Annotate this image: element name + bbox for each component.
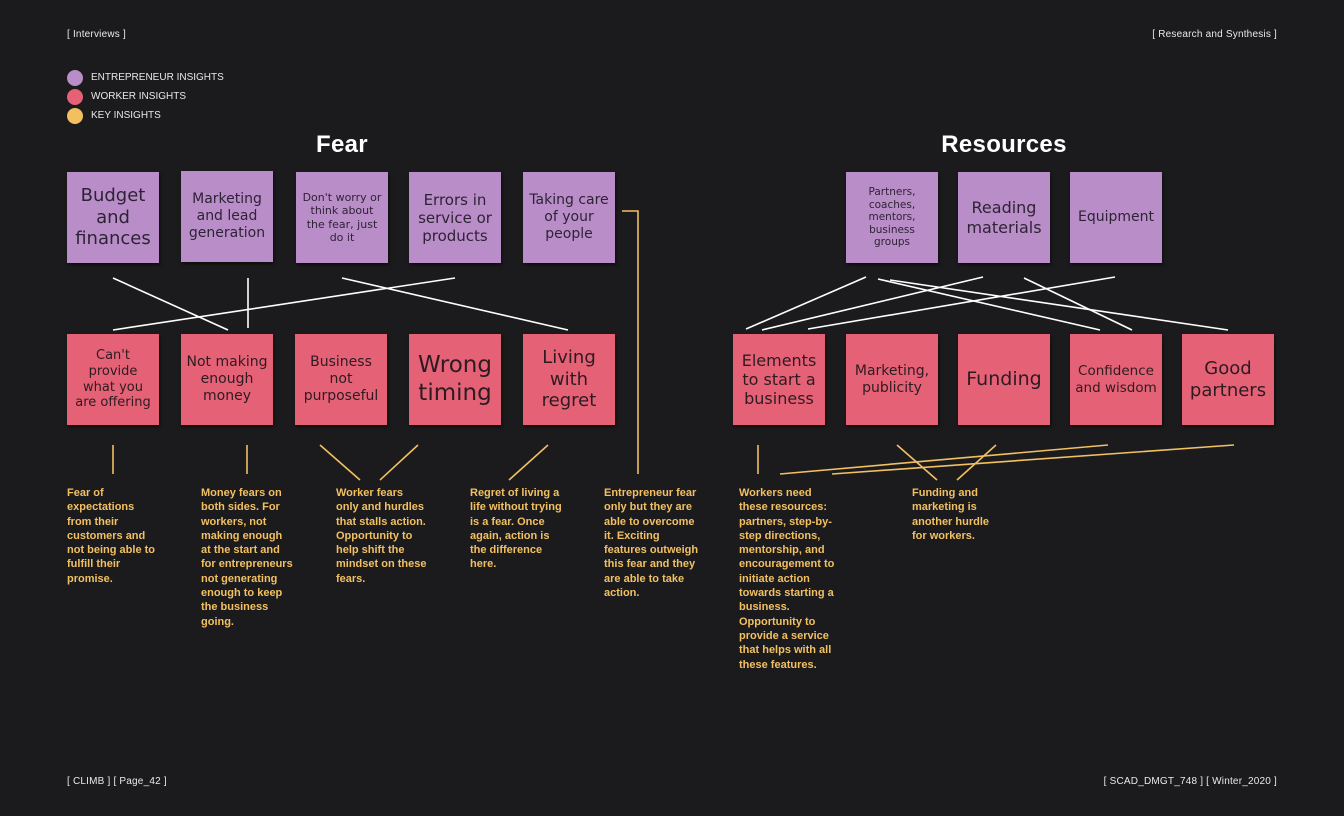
connector-line <box>112 277 229 331</box>
sticky-note-errors: Errors in service or products <box>409 172 501 263</box>
sticky-note-reading: Reading materials <box>958 172 1050 263</box>
worker-dot-icon <box>67 88 83 105</box>
sticky-note-elements: Elements to start a business <box>733 334 825 425</box>
sticky-note-funding: Funding <box>958 334 1050 425</box>
sticky-note-good-partners: Good partners <box>1182 334 1274 425</box>
resources-title: Resources <box>941 131 1067 158</box>
insight-text: Entrepreneur fear only but they are able… <box>604 487 699 600</box>
sticky-note-cant-provide: Can't provide what you are offering <box>67 334 159 425</box>
connector-line <box>877 278 1101 331</box>
sticky-note-partners-coaches: Partners, coaches, mentors, business gro… <box>846 172 938 263</box>
connector-line <box>508 444 549 481</box>
connector-line <box>807 276 1116 330</box>
legend-label: ENTREPRENEUR INSIGHTS <box>91 72 224 83</box>
connector-line <box>1023 277 1133 331</box>
sticky-note-dont-worry: Don't worry or think about the fear, jus… <box>296 172 388 263</box>
key-dot-icon <box>67 107 83 124</box>
connector-line <box>779 444 1109 475</box>
connector-line <box>341 277 569 331</box>
insight-text: Funding and marketing is another hurdle … <box>912 487 990 542</box>
sticky-note-marketing-publicity: Marketing, publicity <box>846 334 938 425</box>
connector-line <box>889 279 1229 331</box>
connector-line <box>319 444 361 481</box>
sticky-note-not-making-money: Not making enough money <box>181 334 273 425</box>
legend-label: KEY INSIGHTS <box>91 110 161 121</box>
fear-connectors <box>112 277 569 331</box>
sticky-note-living-regret: Living with regret <box>523 334 615 425</box>
connector-line <box>379 444 419 481</box>
footer-course-label: [ SCAD_DMGT_748 ] [ Winter_2020 ] <box>1103 776 1277 787</box>
insight-text: Regret of living a life without trying i… <box>470 487 562 571</box>
legend-item-entrepreneur: ENTREPRENEUR INSIGHTS <box>67 68 224 87</box>
connector-line <box>896 444 938 481</box>
sticky-note-wrong-timing: Wrong timing <box>409 334 501 425</box>
fear-title: Fear <box>316 131 368 158</box>
sticky-note-budget: Budget and finances <box>67 172 159 263</box>
insight-text: Money fears on both sides. For workers, … <box>201 487 293 628</box>
insight-text: Worker fears only and hurdles that stall… <box>336 487 427 585</box>
sticky-note-not-purposeful: Business not purposeful <box>295 334 387 425</box>
connector-line <box>112 277 456 331</box>
header-chapter-label: [ Research and Synthesis ] <box>1152 29 1277 40</box>
sticky-note-taking-care: Taking care of your people <box>523 172 615 263</box>
resources-connectors <box>745 276 1229 331</box>
legend-label: WORKER INSIGHTS <box>91 91 187 102</box>
insight-text: Workers need these resources: partners, … <box>739 487 835 671</box>
footer-page-label: [ CLIMB ] [ Page_42 ] <box>67 776 167 787</box>
legend-item-worker: WORKER INSIGHTS <box>67 87 224 106</box>
entrepreneur-dot-icon <box>67 69 83 86</box>
insight-connectors <box>112 210 1235 481</box>
legend: ENTREPRENEUR INSIGHTS WORKER INSIGHTS KE… <box>67 68 224 125</box>
connector-line <box>956 444 997 481</box>
insight-text: Fear of expectations from their customer… <box>67 487 155 585</box>
connector-line <box>761 276 984 331</box>
connector-line <box>831 444 1235 475</box>
sticky-note-confidence: Confidence and wisdom <box>1070 334 1162 425</box>
sticky-note-marketing: Marketing and lead generation <box>181 171 273 262</box>
connector-line <box>745 276 867 330</box>
legend-item-key: KEY INSIGHTS <box>67 106 224 125</box>
sticky-note-equipment: Equipment <box>1070 172 1162 263</box>
connector-line <box>622 210 639 474</box>
header-section-label: [ Interviews ] <box>67 29 126 40</box>
